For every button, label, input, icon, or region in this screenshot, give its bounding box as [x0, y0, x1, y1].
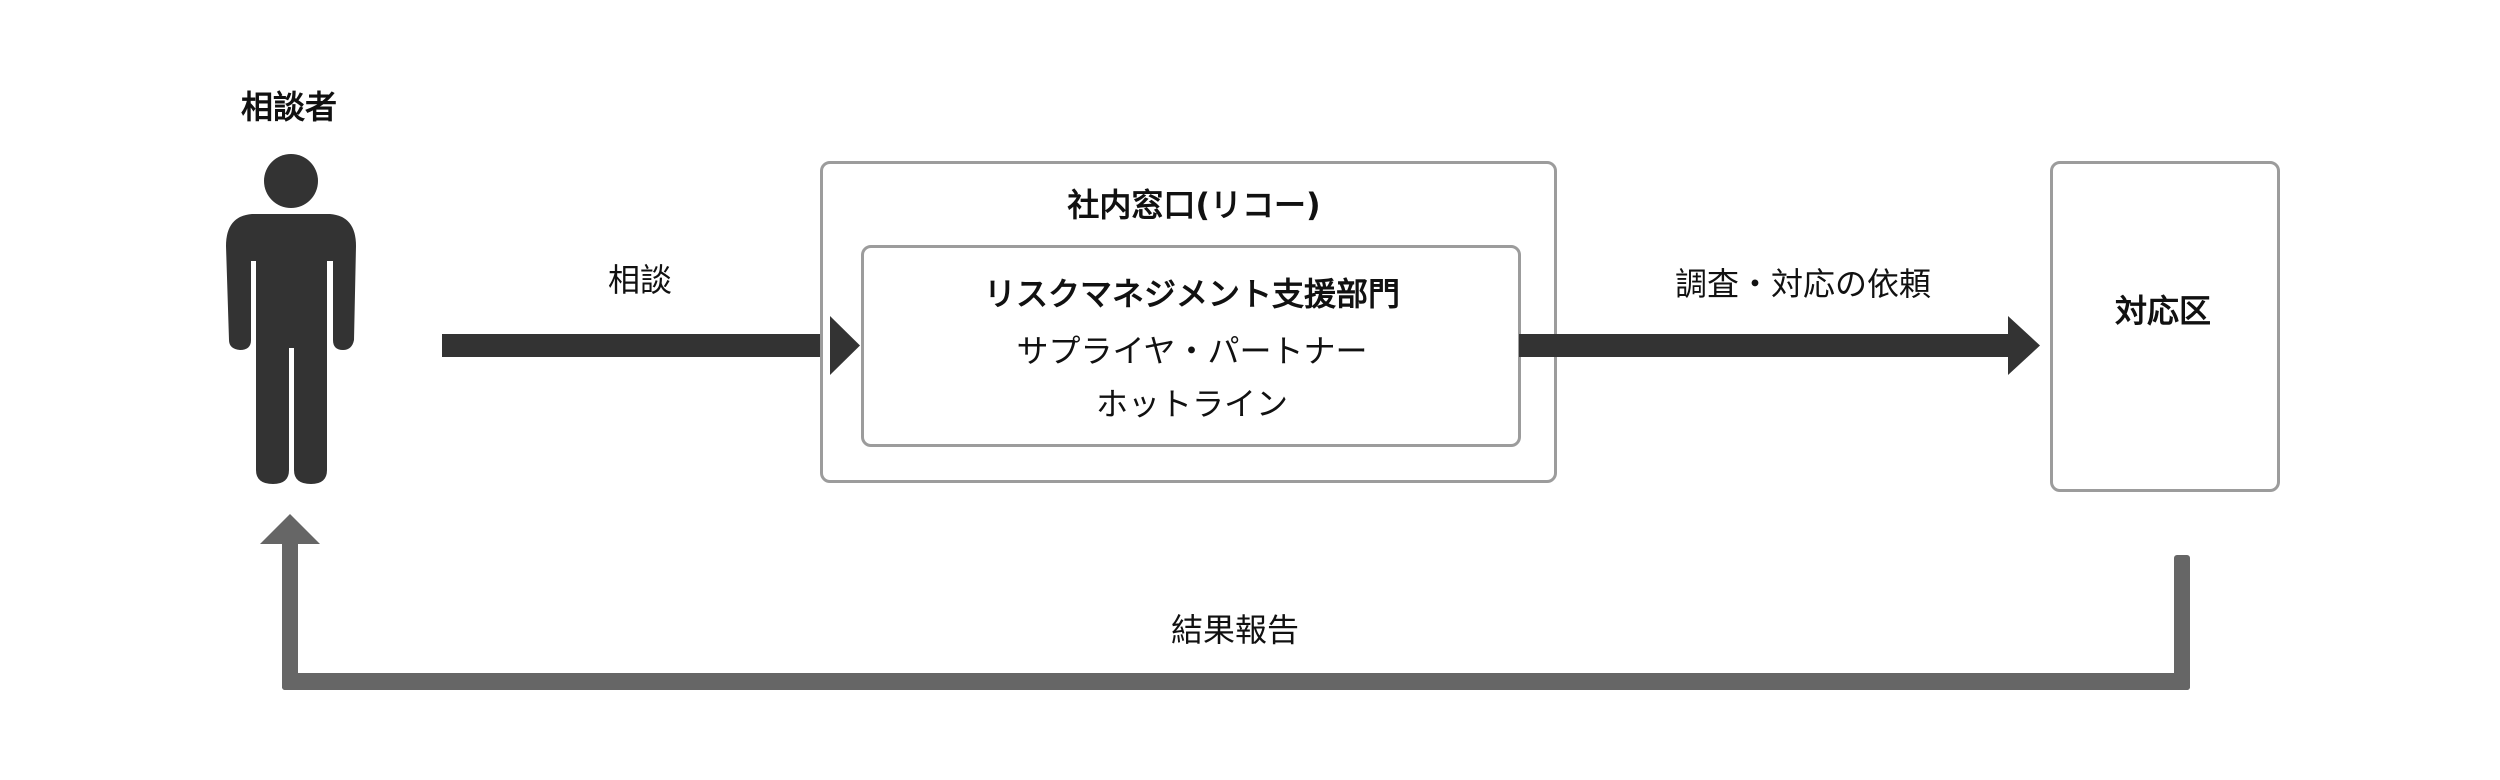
report-arrow-label: 結果報告: [1170, 611, 1300, 649]
department-name: リスクマネジメント支援部門: [983, 275, 1401, 313]
report-arrow: [260, 514, 2190, 690]
consultant-label: 相談者: [240, 88, 338, 126]
department-box: [861, 245, 1521, 447]
department-line-2: サプライヤ・パートナー: [1016, 332, 1368, 370]
request-arrow-label: 調査・対応の依頼: [1674, 265, 1932, 303]
department-line-3: ホットライン: [1095, 385, 1289, 423]
responder-box: [2050, 161, 2280, 492]
consult-arrow-label: 相談: [607, 261, 673, 299]
responder-label: 対応区: [2114, 292, 2212, 330]
request-arrow: [1519, 316, 2040, 375]
person-icon: [226, 154, 356, 484]
consult-arrow: [442, 316, 860, 375]
internal-desk-title: 社内窓口(リコー): [1067, 186, 1321, 224]
